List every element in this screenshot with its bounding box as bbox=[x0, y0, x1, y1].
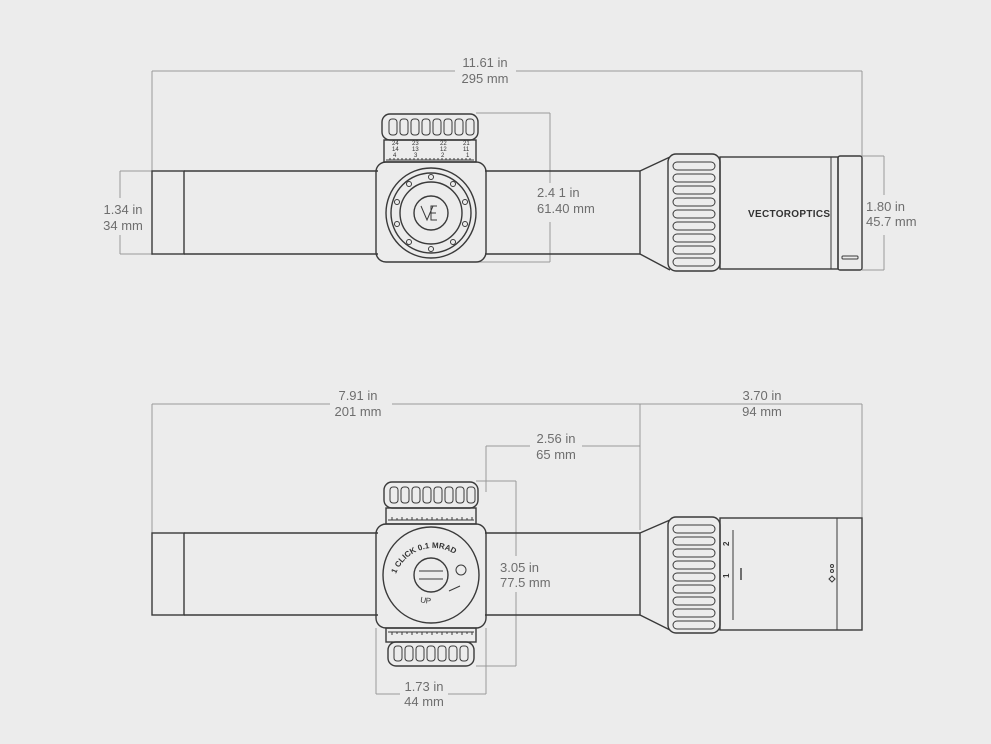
top-view: 24 23 22 21 14 13 12 11 4 3 2 1 bbox=[103, 55, 917, 272]
turret-knurl bbox=[388, 118, 475, 136]
svg-text:21: 21 bbox=[463, 141, 470, 147]
tube-height-in: 1.34 in bbox=[103, 202, 142, 217]
saddle-width-in: 1.73 in bbox=[404, 679, 443, 694]
svg-text:23: 23 bbox=[412, 141, 419, 147]
brand-label: VECTOROPTICS bbox=[748, 209, 830, 220]
saddle-width-mm: 44 mm bbox=[404, 694, 444, 709]
diamond-mark-icon bbox=[828, 575, 836, 583]
saddle-height-mm: 61.40 mm bbox=[537, 201, 595, 216]
svg-text:2: 2 bbox=[441, 153, 445, 159]
svg-text:3: 3 bbox=[414, 153, 418, 159]
side-tube bbox=[151, 519, 671, 631]
side-turret-teeth bbox=[394, 174, 468, 252]
saddle-height-in: 2.4 1 in bbox=[537, 185, 580, 200]
svg-text:11: 11 bbox=[463, 147, 470, 153]
objective-height-in: 1.80 in bbox=[866, 199, 905, 214]
svg-text:12: 12 bbox=[440, 147, 447, 153]
top-objective-bell: VECTOROPTICS bbox=[719, 155, 863, 271]
side-length-a-in: 7.91 in bbox=[338, 388, 377, 403]
top-elevation-turret: 24 23 22 21 14 13 12 11 4 3 2 1 bbox=[381, 113, 479, 163]
side-length-b-in: 3.70 in bbox=[742, 388, 781, 403]
top-length-in: 11.61 in bbox=[462, 55, 507, 70]
side-length-a-mm: 201 mm bbox=[335, 404, 382, 419]
svg-text:4: 4 bbox=[393, 153, 397, 159]
svg-text:14: 14 bbox=[392, 147, 399, 153]
turret-height-in: 3.05 in bbox=[500, 560, 539, 575]
side-dimension-lines bbox=[151, 403, 863, 695]
side-view: 1 CLICK 0.1 MRAD UP bbox=[151, 388, 863, 709]
turret-click-label: 1 CLICK 0.1 MRAD bbox=[389, 541, 458, 575]
svg-text:24: 24 bbox=[392, 141, 399, 147]
tube-height-mm: 34 mm bbox=[103, 218, 143, 233]
mag-mark-1: 1 bbox=[722, 573, 731, 578]
turret-height-mm: 77.5 mm bbox=[500, 575, 551, 590]
turret-scale: 24 23 22 21 14 13 12 11 4 3 2 1 bbox=[386, 141, 474, 161]
objective-height-mm: 45.7 mm bbox=[866, 214, 917, 229]
top-magnification-ring bbox=[667, 153, 721, 272]
side-length-b-mm: 94 mm bbox=[742, 404, 782, 419]
svg-text:1: 1 bbox=[466, 153, 470, 159]
side-eyepiece: 2 1 bbox=[719, 517, 863, 631]
side-top-turret bbox=[383, 481, 479, 525]
svg-text:22: 22 bbox=[440, 141, 447, 147]
brand-logo-icon bbox=[420, 205, 437, 222]
illumination-button-icon bbox=[455, 564, 467, 576]
svg-text:13: 13 bbox=[412, 147, 419, 153]
turret-up-label: UP bbox=[420, 595, 432, 605]
top-dimension-lines bbox=[119, 70, 885, 271]
offset-mm: 65 mm bbox=[536, 447, 576, 462]
top-saddle bbox=[375, 161, 487, 263]
side-saddle: 1 CLICK 0.1 MRAD UP bbox=[375, 523, 487, 629]
top-length-mm: 295 mm bbox=[462, 71, 509, 86]
side-bottom-turret bbox=[385, 627, 477, 667]
offset-in: 2.56 in bbox=[536, 431, 575, 446]
mag-mark-2: 2 bbox=[722, 541, 731, 546]
top-tube bbox=[151, 156, 671, 271]
side-magnification-ring bbox=[667, 516, 721, 634]
